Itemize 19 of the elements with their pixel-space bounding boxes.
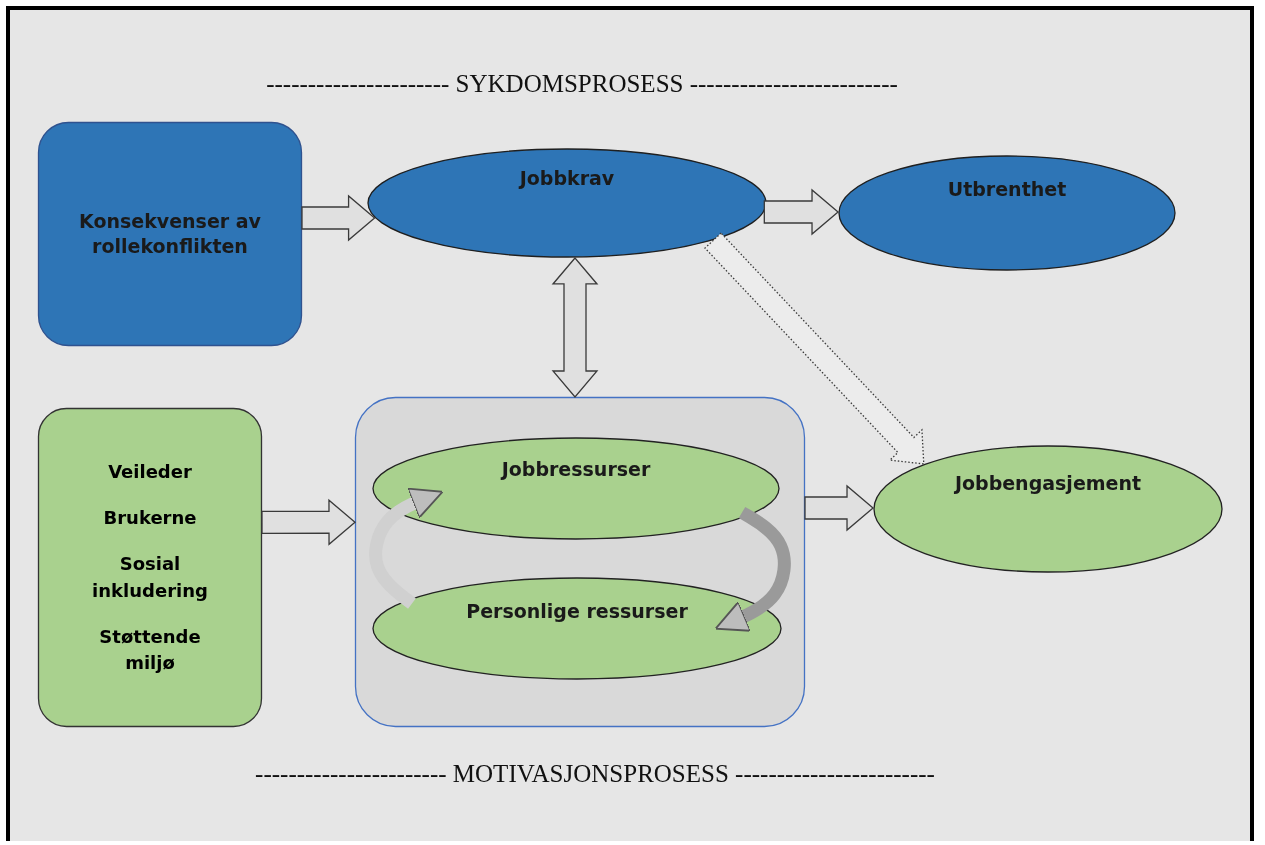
node-text: Personlige ressurser [465,599,689,624]
section-heading: ---------------------- SYKDOMSPROSESS ------------------------- [266,70,898,98]
node-text: Veileder [107,460,193,485]
block-arrow [261,498,356,546]
node-text: Brukerne [102,506,198,531]
node-text: Konsekvenser av rollekonflikten [78,209,262,259]
node-text: Jobbkrav [517,166,616,191]
double-arrow [551,256,599,398]
node-text: Utbrenthet [946,177,1068,202]
node-text: Støttende miljø [98,624,202,675]
block-arrow [804,484,875,532]
block-arrow [763,188,840,236]
block-arrow [369,487,444,609]
section-heading: ----------------------- MOTIVASJONSPROSESS ------------------------ [255,760,935,788]
node-text: Jobbengasjement [953,471,1143,496]
block-arrow [301,194,376,242]
block-arrow [704,232,925,465]
node-text: Jobbressurser [499,457,652,482]
node-text: Sosial inkludering [91,552,209,603]
